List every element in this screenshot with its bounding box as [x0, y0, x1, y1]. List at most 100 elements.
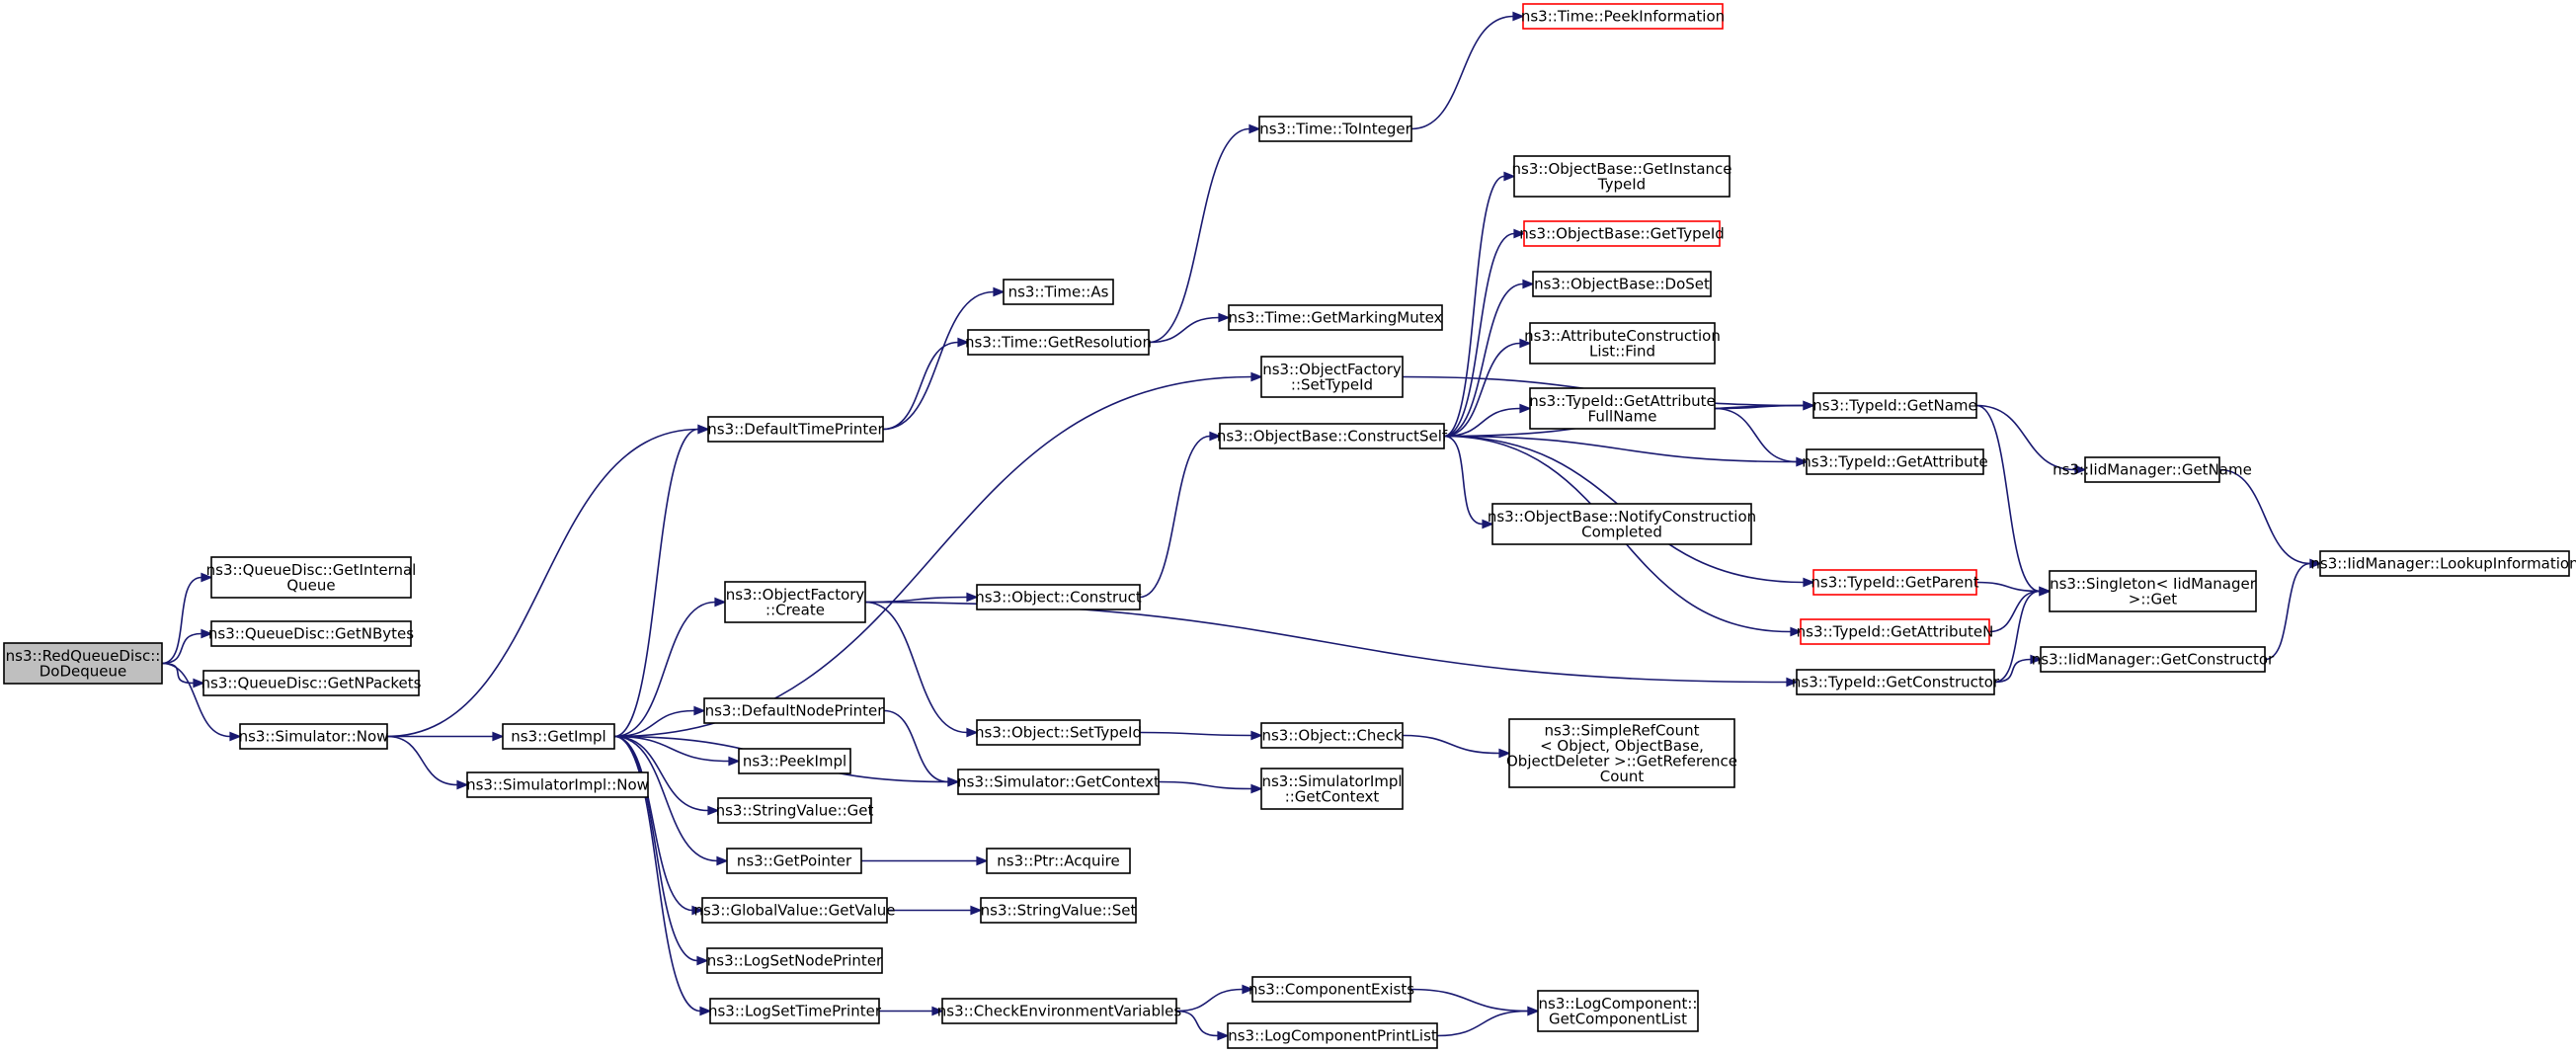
node-ns3-object-settypeid[interactable]: ns3::Object::SetTypeId: [975, 719, 1142, 746]
node-box: [976, 719, 1141, 746]
node-ns3-defaulttimeprinter[interactable]: ns3::DefaultTimePrinter: [707, 416, 885, 443]
node-label: ns3::IidManager::GetName: [2053, 461, 2252, 479]
node-box: [1508, 718, 1735, 788]
node-ns3-logsetnodeprinter[interactable]: ns3::LogSetNodePrinter: [706, 947, 883, 974]
edge-n4-to-n5: [387, 731, 505, 742]
node-box: [1796, 669, 1995, 695]
node-ns3-queuedisc-getnpackets[interactable]: ns3::QueueDisc::GetNPackets: [201, 670, 422, 696]
node-ns3-redqueuedisc-dodequeue[interactable]: ns3::RedQueueDisc::DoDequeue: [3, 642, 163, 685]
node-box: [724, 581, 866, 623]
node-box: [2084, 456, 2220, 483]
node-ns3-object-construct[interactable]: ns3::Object::Construct: [975, 584, 1142, 610]
node-ns3-getimpl[interactable]: ns3::GetImpl: [502, 723, 615, 750]
node-label: ns3::IidManager::GetConstructor: [2032, 651, 2275, 669]
node-ns3-objectbase-notifyconstructioncompleted[interactable]: ns3::ObjectBase::NotifyConstructionCompl…: [1488, 503, 1756, 545]
node-ns3-time-tointeger[interactable]: ns3::Time::ToInteger: [1258, 116, 1412, 142]
node-ns3-simplerefcount-object-objectbase-objectdeleter-getreferencecount[interactable]: ns3::SimpleRefCount< Object, ObjectBase,…: [1506, 718, 1737, 788]
node-box: [1219, 423, 1445, 449]
node-label: List::Find: [1589, 342, 1655, 360]
node-box: [1228, 304, 1443, 331]
node-label: ns3::Singleton< IidManager: [2050, 575, 2257, 593]
node-ns3-typeid-getconstructor[interactable]: ns3::TypeId::GetConstructor: [1792, 669, 2000, 695]
node-label: ns3::Object::Check: [1261, 727, 1402, 745]
node-ns3-objectfactory-create[interactable]: ns3::ObjectFactory::Create: [724, 581, 866, 623]
node-ns3-typeid-getattribute[interactable]: ns3::TypeId::GetAttribute: [1802, 448, 1988, 475]
node-label: ns3::StringValue::Set: [981, 902, 1137, 920]
node-ns3-stringvalue-get[interactable]: ns3::StringValue::Get: [716, 797, 874, 824]
node-ns3-iidmanager-getname[interactable]: ns3::IidManager::GetName: [2053, 456, 2252, 483]
edge-n17-to-n24: [1148, 123, 1261, 344]
node-ns3-simulator-now[interactable]: ns3::Simulator::Now: [239, 723, 389, 750]
node-ns3-getpointer[interactable]: ns3::GetPointer: [726, 848, 862, 874]
node-box: [202, 670, 420, 696]
node-box: [1812, 569, 1977, 596]
edge-n23-to-n31: [1175, 1010, 1230, 1041]
node-label: ns3::ObjectFactory: [726, 586, 865, 604]
node-label: ns3::Object::Construct: [975, 589, 1142, 607]
edge-n17-to-n25: [1148, 312, 1231, 344]
node-ns3-simulatorimpl-now[interactable]: ns3::SimulatorImpl::Now: [466, 771, 649, 798]
node-ns3-typeid-getparent[interactable]: ns3::TypeId::GetParent: [1811, 569, 1979, 596]
node-ns3-globalvalue-getvalue[interactable]: ns3::GlobalValue::GetValue: [693, 897, 896, 924]
node-label: ns3::Object::SetTypeId: [975, 724, 1142, 742]
node-ns3-time-getresolution[interactable]: ns3::Time::GetResolution: [965, 329, 1152, 356]
node-ns3-objectbase-gettypeid[interactable]: ns3::ObjectBase::GetTypeId: [1519, 220, 1725, 247]
node-label: DoDequeue: [40, 662, 127, 680]
node-box: [980, 897, 1137, 924]
node-ns3-ptr-acquire[interactable]: ns3::Ptr::Acquire: [986, 848, 1131, 874]
edge-n19-to-n28: [1139, 730, 1263, 741]
node-ns3-time-peekinformation[interactable]: ns3::Time::PeekInformation: [1521, 3, 1725, 30]
node-ns3-object-check[interactable]: ns3::Object::Check: [1260, 722, 1404, 749]
node-ns3-objectbase-doset[interactable]: ns3::ObjectBase::DoSet: [1532, 271, 1712, 297]
node-ns3-iidmanager-lookupinformation[interactable]: ns3::IidManager::LookupInformation: [2310, 550, 2576, 577]
node-box: [709, 998, 880, 1024]
node-ns3-logcomponentprintlist[interactable]: ns3::LogComponentPrintList: [1227, 1022, 1438, 1049]
node-ns3-iidmanager-getconstructor[interactable]: ns3::IidManager::GetConstructor: [2032, 646, 2275, 673]
node-ns3-logcomponent-getcomponentlist[interactable]: ns3::LogComponent::GetComponentList: [1537, 990, 1699, 1032]
edge-n15-to-n23: [879, 1006, 944, 1016]
edge-n48-to-n49: [2218, 468, 2322, 569]
node-box: [2049, 570, 2257, 612]
edge-n24-to-n32: [1410, 11, 1525, 130]
node-ns3-objectfactory-settypeid[interactable]: ns3::ObjectFactory::SetTypeId: [1260, 356, 1404, 398]
edge-n47-to-n49: [2264, 558, 2322, 661]
node-box: [1537, 990, 1699, 1032]
edge-n5-to-n13: [613, 735, 704, 916]
node-label: ns3::TypeId::GetAttributeN: [1797, 623, 1994, 641]
node-ns3-peekimpl[interactable]: ns3::PeekImpl: [738, 748, 851, 774]
node-ns3-typeid-getattributen[interactable]: ns3::TypeId::GetAttributeN: [1797, 618, 1994, 645]
edge-n5-to-n7: [613, 424, 710, 738]
node-ns3-typeid-getname[interactable]: ns3::TypeId::GetName: [1812, 392, 1977, 419]
node-label: ns3::ComponentExists: [1248, 981, 1414, 999]
edge-n39-to-n46: [1975, 581, 2052, 597]
node-box: [738, 748, 851, 774]
node-label: ns3::Time::ToInteger: [1259, 121, 1411, 138]
edge-n27-to-n34: [1443, 228, 1526, 438]
node-ns3-simulatorimpl-getcontext[interactable]: ns3::SimulatorImpl::GetContext: [1260, 768, 1404, 810]
node-label: ns3::TypeId::GetAttribute: [1529, 392, 1715, 410]
call-edges: [161, 11, 2322, 1041]
node-ns3-singleton-iidmanager-get[interactable]: ns3::Singleton< IidManager >::Get: [2049, 570, 2257, 612]
node-ns3-time-getmarkingmutex[interactable]: ns3::Time::GetMarkingMutex: [1228, 304, 1443, 331]
node-ns3-queuedisc-getnbytes[interactable]: ns3::QueueDisc::GetNBytes: [208, 620, 414, 647]
edge-n27-to-n38: [1443, 435, 1494, 529]
node-ns3-logsettimeprinter[interactable]: ns3::LogSetTimePrinter: [708, 998, 882, 1024]
node-ns3-stringvalue-set[interactable]: ns3::StringValue::Set: [980, 897, 1137, 924]
node-ns3-componentexists[interactable]: ns3::ComponentExists: [1248, 976, 1414, 1003]
node-label: ns3::DefaultTimePrinter: [707, 421, 884, 439]
edge-n9-to-n20: [883, 709, 960, 787]
node-ns3-time-as[interactable]: ns3::Time::As: [1003, 279, 1114, 305]
node-label: ObjectDeleter >::GetReference: [1506, 752, 1737, 770]
node-ns3-simulator-getcontext[interactable]: ns3::Simulator::GetContext: [957, 769, 1160, 795]
edge-n27-to-n37: [1443, 403, 1532, 438]
node-box: [239, 723, 388, 750]
edge-n37-to-n44: [1714, 400, 1815, 411]
node-ns3-defaultnodeprinter[interactable]: ns3::DefaultNodePrinter: [703, 697, 885, 724]
node-ns3-objectbase-constructself[interactable]: ns3::ObjectBase::ConstructSelf: [1217, 423, 1448, 449]
node-ns3-checkenvironmentvariables[interactable]: ns3::CheckEnvironmentVariables: [937, 998, 1182, 1024]
node-label: ns3::Time::PeekInformation: [1521, 8, 1725, 26]
